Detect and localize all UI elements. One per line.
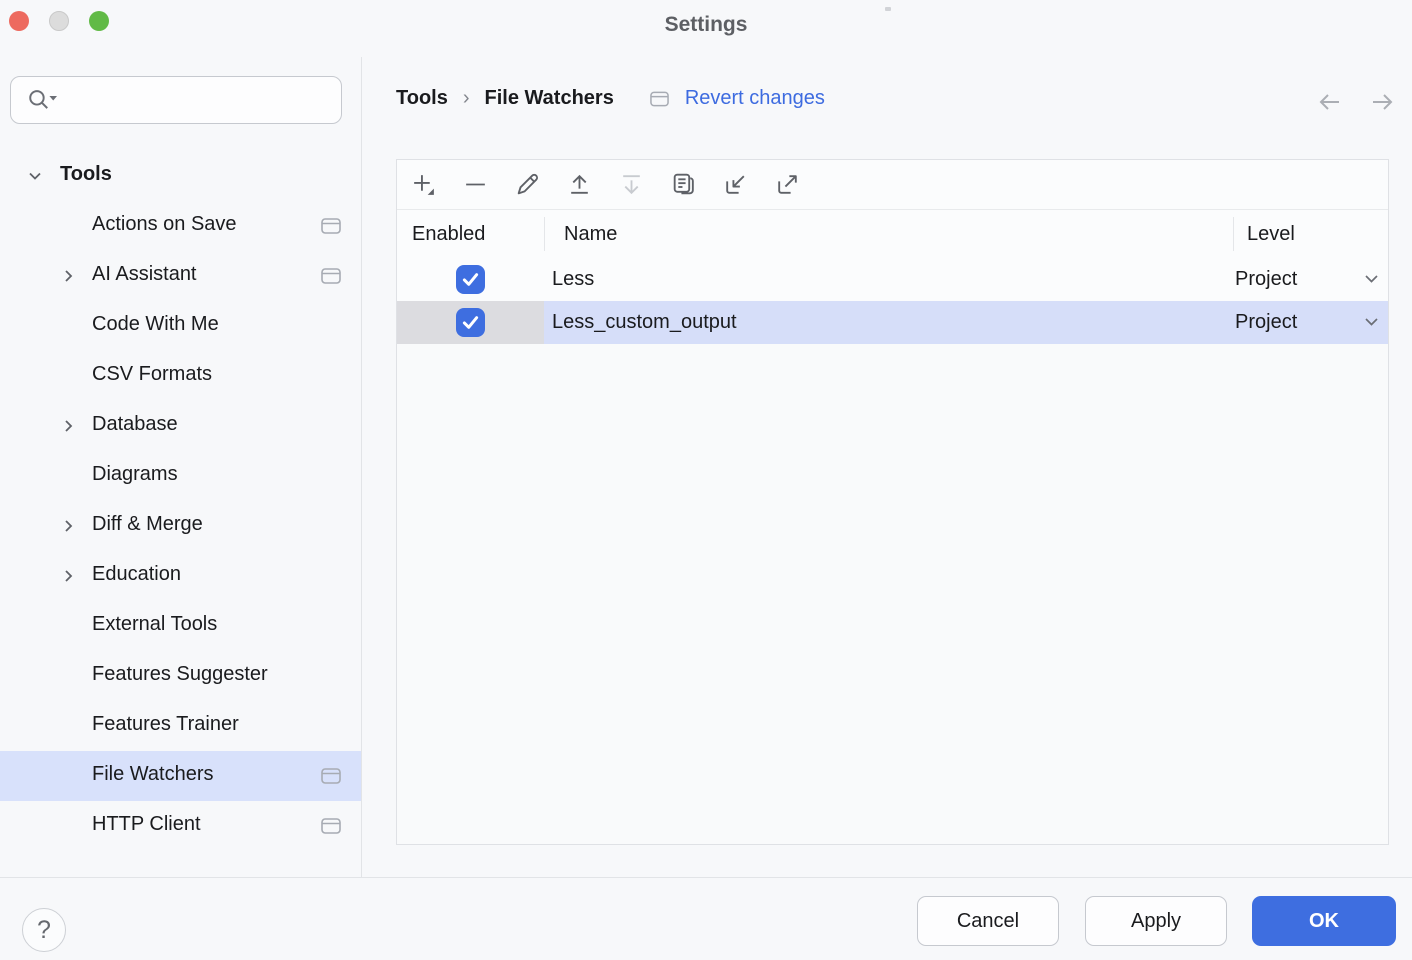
- sidebar-item-http-client[interactable]: HTTP Client: [0, 801, 361, 851]
- breadcrumb-separator: ›: [462, 86, 470, 109]
- sidebar-item-label: Education: [92, 563, 181, 585]
- chevron-right-icon[interactable]: [58, 566, 78, 586]
- sidebar-item-label: Code With Me: [92, 313, 219, 335]
- sidebar-item-features-trainer[interactable]: Features Trainer: [0, 701, 361, 751]
- table-empty-area: [397, 344, 1388, 844]
- search-input[interactable]: [70, 85, 341, 115]
- column-header-level[interactable]: Level: [1247, 222, 1295, 245]
- sidebar-item-label: HTTP Client: [92, 813, 201, 835]
- sidebar-item-diff-merge[interactable]: Diff & Merge: [0, 501, 361, 551]
- page-title: File Watchers: [484, 86, 614, 109]
- traffic-light-zoom-button[interactable]: [89, 11, 109, 31]
- move-down-button[interactable]: [618, 171, 645, 198]
- import-watchers-button[interactable]: [722, 171, 749, 198]
- edit-watcher-button[interactable]: [514, 171, 541, 198]
- sidebar-item-code-with-me[interactable]: Code With Me: [0, 301, 361, 351]
- settings-search-field[interactable]: [10, 76, 342, 124]
- sidebar-item-label: AI Assistant: [92, 263, 197, 285]
- level-select[interactable]: Project: [1232, 258, 1388, 301]
- question-mark-icon: ?: [37, 915, 51, 944]
- traffic-light-minimize-button[interactable]: [49, 11, 69, 31]
- sidebar-item-file-watchers[interactable]: File Watchers: [0, 751, 361, 801]
- watcher-name-cell[interactable]: Less: [552, 268, 595, 290]
- sidebar-item-csv-formats[interactable]: CSV Formats: [0, 351, 361, 401]
- export-watchers-button[interactable]: [774, 171, 801, 198]
- sidebar-item-label: File Watchers: [92, 763, 214, 785]
- window-badge-icon: [321, 818, 341, 834]
- window-badge-icon: [321, 218, 341, 234]
- sidebar-item-ai-assistant[interactable]: AI Assistant: [0, 251, 361, 301]
- search-icon: [26, 87, 62, 113]
- sidebar-item-diagrams[interactable]: Diagrams: [0, 451, 361, 501]
- sidebar-item-label: Actions on Save: [92, 213, 237, 235]
- sidebar-item-actions-on-save[interactable]: Actions on Save: [0, 201, 361, 251]
- revert-changes-link[interactable]: Revert changes: [684, 86, 825, 109]
- remove-watcher-button[interactable]: [462, 171, 489, 198]
- breadcrumb-parent[interactable]: Tools: [396, 86, 448, 109]
- modified-settings-icon: [650, 91, 669, 107]
- duplicate-watcher-button[interactable]: [670, 171, 697, 198]
- table-row-less[interactable]: Less Project: [397, 258, 1388, 301]
- sidebar-item-label: CSV Formats: [92, 363, 213, 385]
- footer-divider: [0, 877, 1412, 878]
- sidebar-item-label: Tools: [60, 163, 112, 185]
- sidebar-item-education[interactable]: Education: [0, 551, 361, 601]
- traffic-light-close-button[interactable]: [9, 11, 29, 31]
- table-header: Enabled Name Level: [397, 210, 1388, 258]
- add-watcher-button[interactable]: [410, 171, 437, 198]
- level-value: Project: [1235, 311, 1298, 333]
- check-icon: [462, 273, 479, 286]
- enabled-checkbox[interactable]: [456, 308, 485, 337]
- sidebar-item-label: Features Trainer: [92, 713, 239, 735]
- level-select[interactable]: Project: [1232, 301, 1388, 344]
- chevron-right-icon[interactable]: [58, 516, 78, 536]
- ok-button[interactable]: OK: [1252, 896, 1396, 946]
- chevron-down-icon: [1364, 274, 1379, 284]
- settings-tree: Tools Actions on Save AI Assistant Code …: [0, 151, 361, 851]
- file-watchers-panel: Enabled Name Level Less Project Less_cus…: [396, 159, 1389, 845]
- watcher-name-cell[interactable]: Less_custom_output: [544, 301, 1232, 344]
- enabled-cell: [397, 301, 544, 344]
- apply-button[interactable]: Apply: [1085, 896, 1227, 946]
- breadcrumb: Tools › File Watchers Revert changes: [396, 83, 825, 113]
- screen-artifact-dot: [885, 7, 891, 11]
- cancel-button[interactable]: Cancel: [917, 896, 1059, 946]
- help-button[interactable]: ?: [22, 908, 66, 952]
- back-arrow-icon[interactable]: [1316, 88, 1344, 116]
- level-value: Project: [1235, 268, 1298, 290]
- window-badge-icon: [321, 768, 341, 784]
- sidebar-item-database[interactable]: Database: [0, 401, 361, 451]
- sidebar-item-label: External Tools: [92, 613, 218, 635]
- chevron-down-icon[interactable]: [25, 166, 45, 186]
- sidebar-item-label: Database: [92, 413, 178, 435]
- window-badge-icon: [321, 268, 341, 284]
- table-row-less-custom-output[interactable]: Less_custom_output Project: [397, 301, 1388, 344]
- sidebar-item-external-tools[interactable]: External Tools: [0, 601, 361, 651]
- window-title: Settings: [664, 13, 748, 36]
- check-icon: [462, 316, 479, 329]
- chevron-right-icon[interactable]: [58, 266, 78, 286]
- column-header-enabled[interactable]: Enabled: [412, 222, 486, 245]
- sidebar-divider: [361, 57, 362, 877]
- enabled-checkbox[interactable]: [456, 265, 485, 294]
- table-toolbar: [397, 160, 1388, 210]
- column-header-name[interactable]: Name: [564, 222, 618, 245]
- chevron-down-icon: [1364, 317, 1379, 327]
- forward-arrow-icon[interactable]: [1368, 88, 1396, 116]
- sidebar-item-label: Diagrams: [92, 463, 178, 485]
- enabled-cell: [397, 258, 544, 301]
- column-divider: [544, 217, 545, 251]
- sidebar-item-features-suggester[interactable]: Features Suggester: [0, 651, 361, 701]
- chevron-right-icon[interactable]: [58, 416, 78, 436]
- sidebar-item-label: Features Suggester: [92, 663, 268, 685]
- move-up-button[interactable]: [566, 171, 593, 198]
- column-divider: [1233, 217, 1234, 251]
- sidebar-item-label: Diff & Merge: [92, 513, 203, 535]
- sidebar-item-tools[interactable]: Tools: [0, 151, 361, 201]
